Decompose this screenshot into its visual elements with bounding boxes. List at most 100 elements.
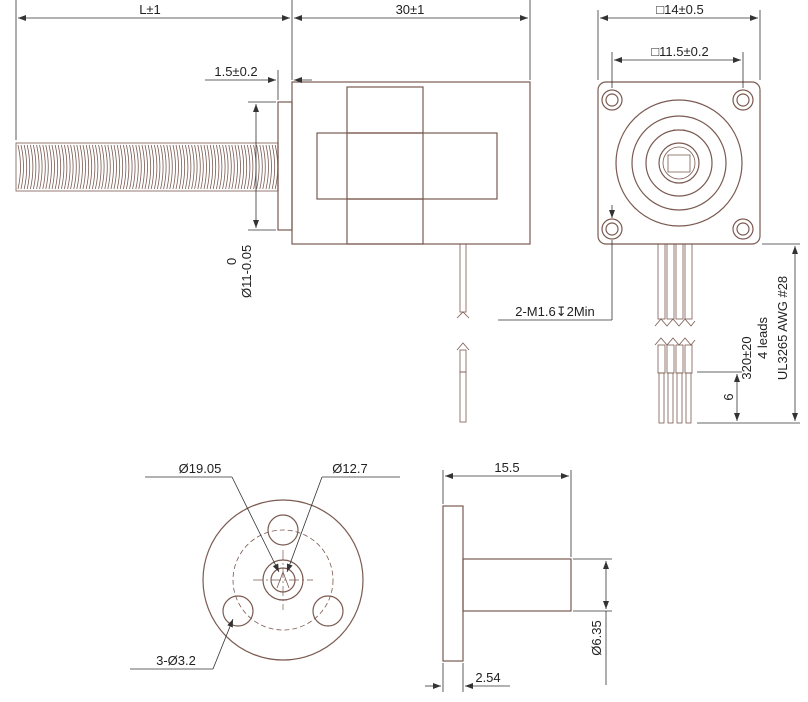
screw-thread <box>36 144 40 190</box>
screw-thread <box>225 144 229 190</box>
nut-hole-left <box>222 595 254 627</box>
dimension-lead-length: 320±20 4 leads UL3265 AWG #28 <box>697 243 800 424</box>
dimension-mount-holes: 2-M1.6↧2Min <box>498 205 615 321</box>
screw-thread <box>191 144 195 190</box>
screw-thread <box>194 144 198 190</box>
nut-body-diameter-label: Ø6.35 <box>589 620 604 655</box>
screw-thread <box>20 144 24 190</box>
dimension-nut-bolt-circle: Ø12.7 <box>286 461 400 573</box>
screw-thread <box>95 144 99 190</box>
lead-count-label: 4 leads <box>755 317 770 359</box>
screw-thread <box>17 144 21 190</box>
screw-thread <box>237 144 241 190</box>
screw-thread <box>219 144 223 190</box>
mount-hole-bottom-right <box>732 218 754 240</box>
screw-thread <box>70 144 74 190</box>
dimension-nut-flange-thickness: 2.54 <box>425 663 510 692</box>
dimension-body-length: 30±1 <box>294 0 531 80</box>
dimension-outer-square: □14±0.5 <box>597 2 761 80</box>
screw-thread <box>85 144 90 190</box>
screw-thread <box>119 144 124 190</box>
dimension-nut-holes: 3-Ø3.2 <box>130 618 234 670</box>
screw-thread <box>150 144 155 190</box>
screw-thread <box>33 144 37 190</box>
screw-thread <box>107 144 111 190</box>
dimension-hole-square: □11.5±0.2 <box>611 44 744 88</box>
body-length-label: 30±1 <box>396 2 425 17</box>
motor-side-view: L±1 30±1 1.5±0.2 Ø11-0.05 0 <box>15 0 531 423</box>
dimension-nut-length: 15.5 <box>442 460 572 557</box>
screw-thread <box>274 144 279 190</box>
nut-side-flange <box>442 505 464 662</box>
screw-thread <box>26 144 31 190</box>
screw-thread <box>132 144 136 190</box>
screw-thread <box>169 144 173 190</box>
screw-thread <box>271 144 276 190</box>
dimension-nut-body-diameter: Ø6.35 <box>573 558 612 685</box>
screw-thread <box>147 144 152 190</box>
nut-flange-thickness-label: 2.54 <box>475 670 500 685</box>
screw-thread <box>163 144 167 190</box>
screw-thread <box>42 144 46 190</box>
screw-thread <box>222 144 226 190</box>
screw-thread <box>203 144 207 190</box>
screw-thread <box>113 144 117 190</box>
mount-hole-top-left <box>601 89 623 111</box>
motor-flange <box>277 101 293 231</box>
screw-thread <box>231 144 235 190</box>
screw-thread <box>126 144 130 190</box>
screw-thread <box>30 144 34 190</box>
screw-thread <box>200 144 204 190</box>
screw-thread <box>240 144 245 190</box>
lead-length-label: 320±20 <box>739 336 754 379</box>
screw-thread <box>178 144 183 190</box>
screw-thread <box>160 144 164 190</box>
screw-thread <box>209 144 214 190</box>
nut-holes-label: 3-Ø3.2 <box>156 653 196 668</box>
lead-wires-front <box>654 243 696 424</box>
screw-thread <box>64 144 68 190</box>
nut-flange-outline <box>202 499 364 661</box>
hole-square-label: □11.5±0.2 <box>651 44 708 59</box>
screw-thread <box>116 144 121 190</box>
nut-side-body <box>462 558 572 612</box>
screw-thread <box>262 144 266 190</box>
screw-thread <box>212 144 217 190</box>
screw-thread <box>175 144 179 190</box>
screw-thread <box>197 144 201 190</box>
screw-thread <box>256 144 260 190</box>
screw-thread <box>206 144 210 190</box>
screw-thread <box>138 144 142 190</box>
shaft-diameter-tol-label: 0 <box>224 258 239 265</box>
screw-thread <box>98 144 102 190</box>
dimension-strip-length: 6 <box>697 371 742 421</box>
screw-thread <box>73 144 77 190</box>
screw-thread <box>104 144 108 190</box>
screw-thread <box>141 144 145 190</box>
screw-thread <box>48 144 52 190</box>
motor-body <box>291 81 531 245</box>
screw-thread <box>82 144 86 190</box>
screw-thread <box>23 144 28 190</box>
nut-length-label: 15.5 <box>494 460 519 475</box>
outer-square-label: □14±0.5 <box>656 2 704 17</box>
screw-length-label: L±1 <box>139 2 161 17</box>
screw-thread <box>135 144 139 190</box>
screw-thread <box>101 144 105 190</box>
motor-front-view: □14±0.5 □11.5±0.2 2-M1.6↧2Min 320±20 4 l… <box>498 2 800 424</box>
screw-thread <box>39 144 43 190</box>
screw-thread <box>216 144 220 190</box>
screw-thread <box>144 144 148 190</box>
shaft-diameter-label: Ø11-0.05 <box>239 245 254 298</box>
strip-length-label: 6 <box>721 393 736 400</box>
screw-thread <box>45 144 49 190</box>
screw-thread <box>154 144 158 190</box>
screw-thread <box>250 144 254 190</box>
screw-thread <box>129 144 133 190</box>
dimension-screw-length: L±1 <box>15 0 293 140</box>
screw-thread <box>265 144 269 190</box>
screw-thread <box>88 144 93 190</box>
screw-thread <box>57 144 62 190</box>
screw-thread <box>172 144 176 190</box>
